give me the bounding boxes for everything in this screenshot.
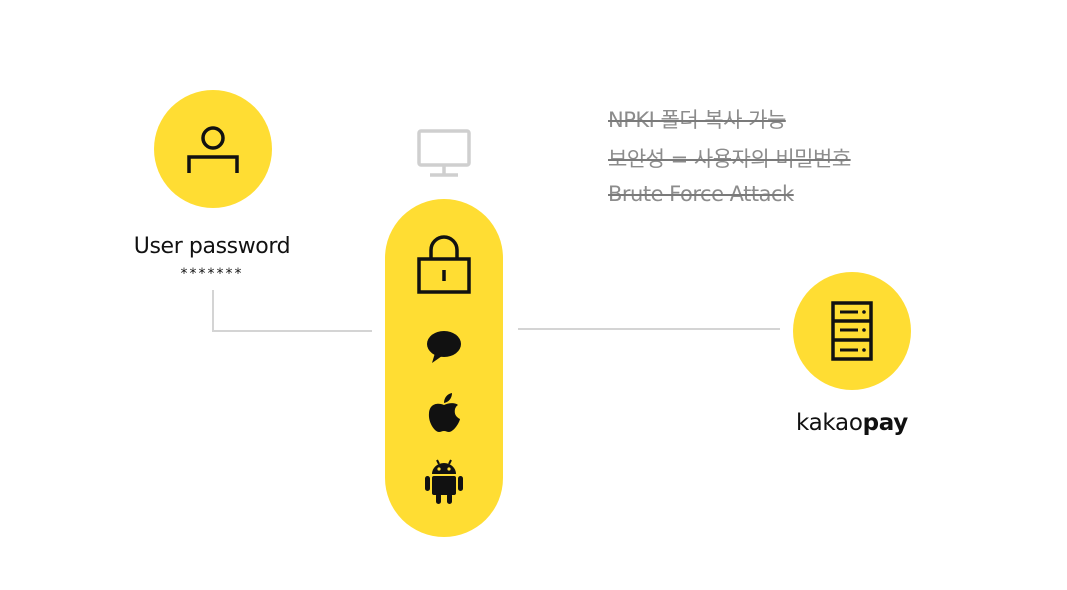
user-circle (154, 90, 272, 208)
server-icon (831, 301, 873, 361)
connector-server-horizontal (518, 328, 780, 330)
struck-item-brute-force: Brute Force Attack (608, 182, 794, 206)
struck-item-npki: NPKI 폴더 복사 가능 (608, 108, 786, 132)
device-security-pill (385, 199, 503, 537)
server-circle (793, 272, 911, 390)
monitor-icon (417, 129, 471, 177)
android-icon-wrap (385, 459, 503, 505)
kakaopay-label-bold: pay (862, 410, 909, 436)
chat-icon-wrap (385, 330, 503, 364)
lock-icon-wrap (385, 233, 503, 295)
chat-bubble-icon (427, 331, 461, 363)
connector-user-horizontal (212, 330, 372, 332)
kakaopay-label: kakaopay (752, 410, 952, 436)
user-password-label: User password (133, 234, 291, 259)
kakaopay-label-regular: kakao (796, 410, 863, 436)
user-password-mask: ******* (180, 266, 244, 282)
apple-icon-wrap (385, 393, 503, 433)
struck-item-security-password: 보안성 = 사용자의 비밀번호 (608, 147, 851, 171)
android-icon (425, 459, 463, 504)
lock-icon (417, 235, 471, 294)
connector-user-vertical (212, 290, 214, 332)
apple-icon (428, 393, 460, 432)
user-icon (187, 126, 239, 173)
